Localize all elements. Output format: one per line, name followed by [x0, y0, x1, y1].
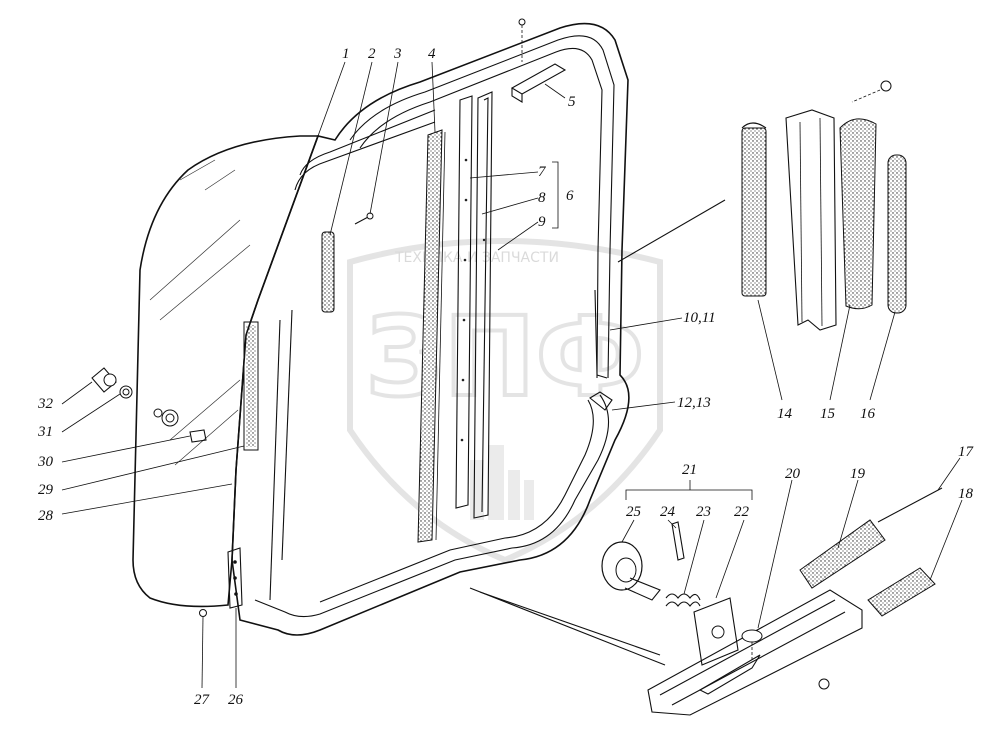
glass-pane	[132, 135, 320, 608]
callout-18: 18	[958, 486, 974, 502]
watermark: ТЕХНИКА И ЗАПЧАСТИ ЗПФ	[347, 238, 663, 564]
pin-24	[671, 521, 685, 561]
callout-3: 3	[393, 46, 402, 62]
section-line-lower	[469, 587, 666, 666]
felt-strip-19	[799, 519, 886, 589]
knob-assembly	[91, 367, 207, 443]
callout-20: 20	[785, 466, 801, 482]
callout-30: 30	[37, 454, 54, 470]
top-catch	[510, 18, 567, 103]
callout-12-13: 12,13	[677, 395, 711, 411]
callout-23: 23	[696, 504, 711, 520]
callout-24: 24	[660, 504, 676, 520]
lower-channel	[647, 589, 863, 716]
callout-22: 22	[734, 504, 750, 520]
callout-32: 32	[37, 396, 54, 412]
callout-21: 21	[682, 462, 697, 478]
callout-15: 15	[820, 406, 836, 422]
seal-profile-14	[741, 122, 767, 297]
callout-28: 28	[38, 508, 54, 524]
right-frame-seal	[594, 289, 608, 379]
leader-lines	[61, 61, 963, 689]
callout-29: 29	[38, 482, 54, 498]
callout-16: 16	[860, 406, 876, 422]
callout-10-11: 10,11	[683, 310, 716, 326]
callout-8: 8	[538, 190, 546, 206]
callout-2: 2	[368, 46, 376, 62]
watermark-logo: ЗПФ	[365, 293, 644, 421]
callout-7: 7	[538, 164, 547, 180]
center-rail-profile	[785, 109, 837, 331]
lower-corner-seal	[589, 391, 613, 411]
lock-bracket	[693, 597, 739, 666]
watermark-buildings	[470, 445, 534, 520]
seal-profile-16	[887, 154, 907, 314]
run-channel	[417, 129, 446, 543]
callout-14: 14	[777, 406, 793, 422]
callout-1: 1	[342, 46, 350, 62]
screw-3	[354, 212, 374, 225]
lock-knob-25	[601, 541, 661, 601]
small-seal-strip	[321, 231, 335, 313]
callout-6: 6	[566, 188, 574, 204]
seal-profile-15	[839, 118, 877, 310]
callout-17: 17	[958, 444, 975, 460]
channel-rails	[455, 91, 493, 519]
spring-23	[665, 593, 701, 607]
window-frame	[231, 22, 630, 636]
wire-17	[877, 487, 943, 523]
screw-profile	[851, 80, 892, 103]
callout-9: 9	[538, 214, 546, 230]
hinge-plate	[227, 547, 243, 609]
callout-25: 25	[626, 504, 642, 520]
callout-19: 19	[850, 466, 866, 482]
screw-20	[741, 629, 830, 690]
callout-26: 26	[228, 692, 244, 708]
felt-strip-18	[867, 567, 936, 617]
screw-27	[199, 609, 207, 617]
callout-31: 31	[37, 424, 53, 440]
section-line-upper	[617, 199, 726, 263]
callout-5: 5	[568, 94, 576, 110]
callout-27: 27	[194, 692, 211, 708]
callout-labels: 1 2 3 4 5 6 7 8 9 10,11 12,13 14 15 16 1…	[37, 46, 975, 708]
callout-4: 4	[428, 46, 436, 62]
